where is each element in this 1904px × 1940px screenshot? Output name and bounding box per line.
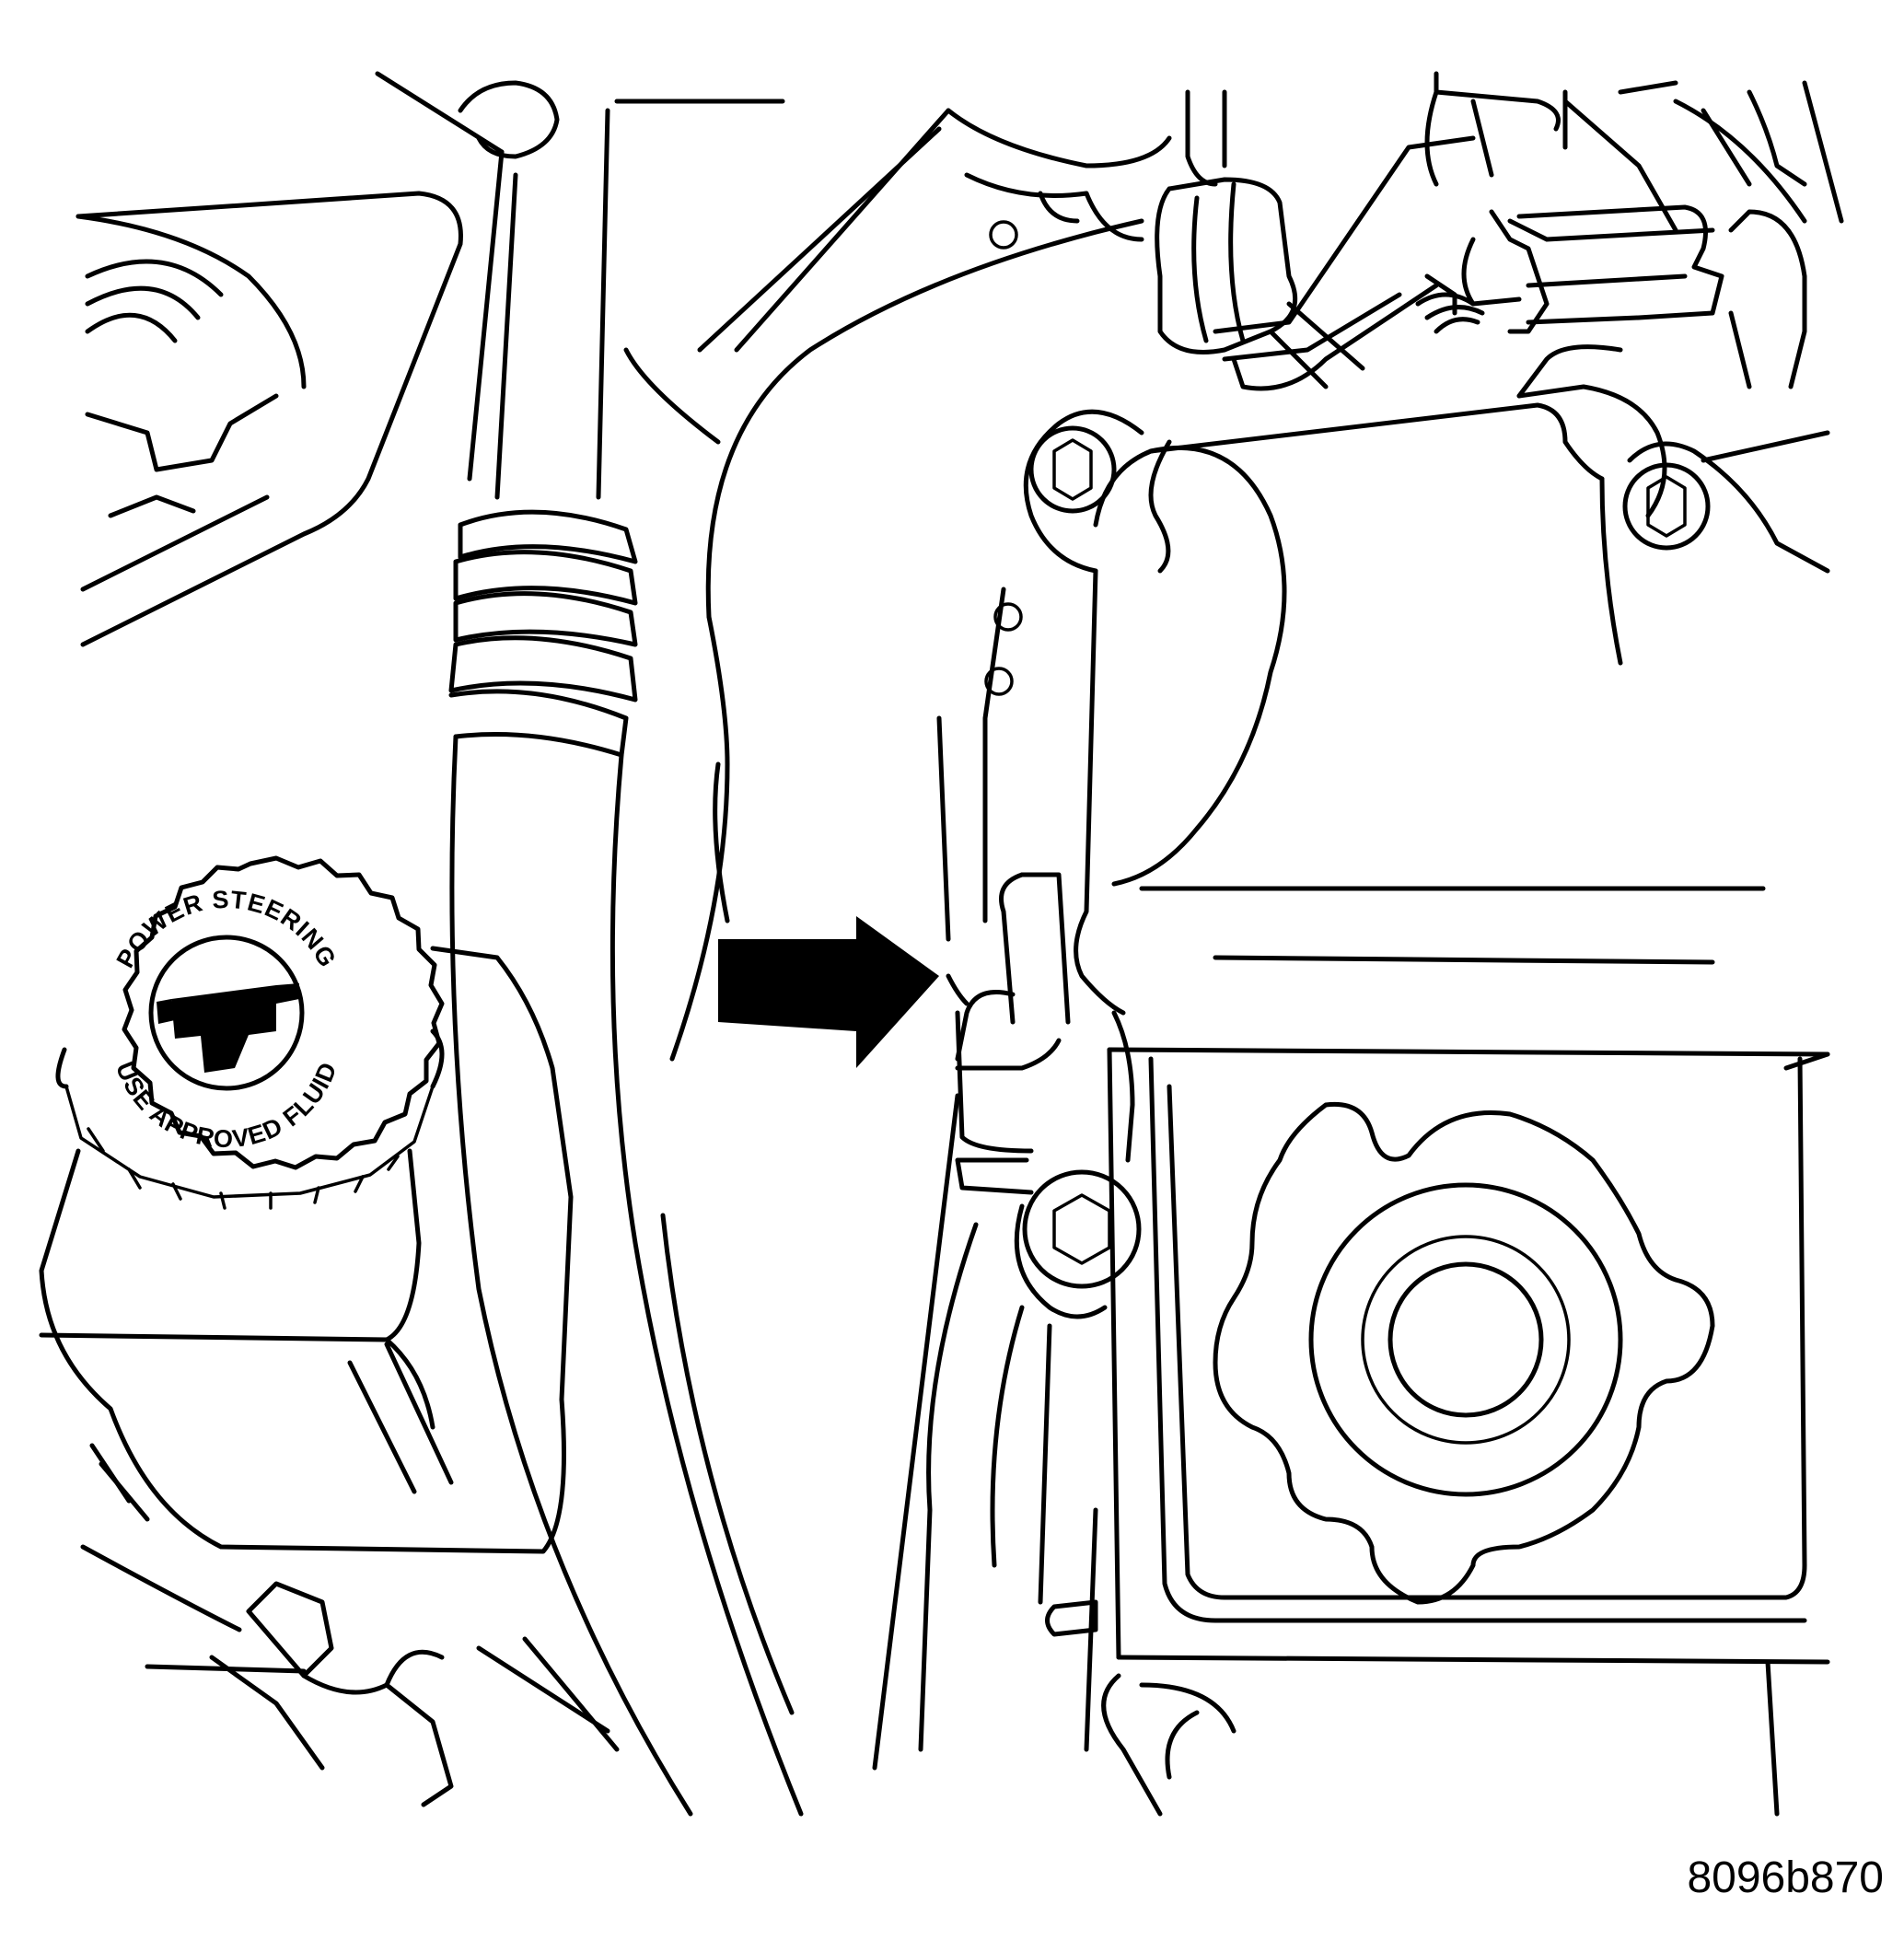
indicator-arrow bbox=[718, 916, 939, 1068]
reservoir bbox=[39, 946, 574, 1554]
figure-id: 8096b870 bbox=[1687, 1853, 1884, 1902]
pump-filler-cap bbox=[1213, 1101, 1715, 1605]
radiator-cap-area bbox=[75, 71, 560, 647]
pressure-hose bbox=[448, 108, 804, 1817]
pump-body bbox=[1023, 344, 1830, 1665]
lower-bracket bbox=[872, 587, 1780, 1817]
pump-housing bbox=[614, 99, 1172, 1062]
sensor-connector bbox=[1155, 71, 1844, 391]
return-hose bbox=[80, 1544, 620, 1807]
reservoir-cap: POWER STEERING USE APPROVED FLUID bbox=[55, 855, 445, 1210]
